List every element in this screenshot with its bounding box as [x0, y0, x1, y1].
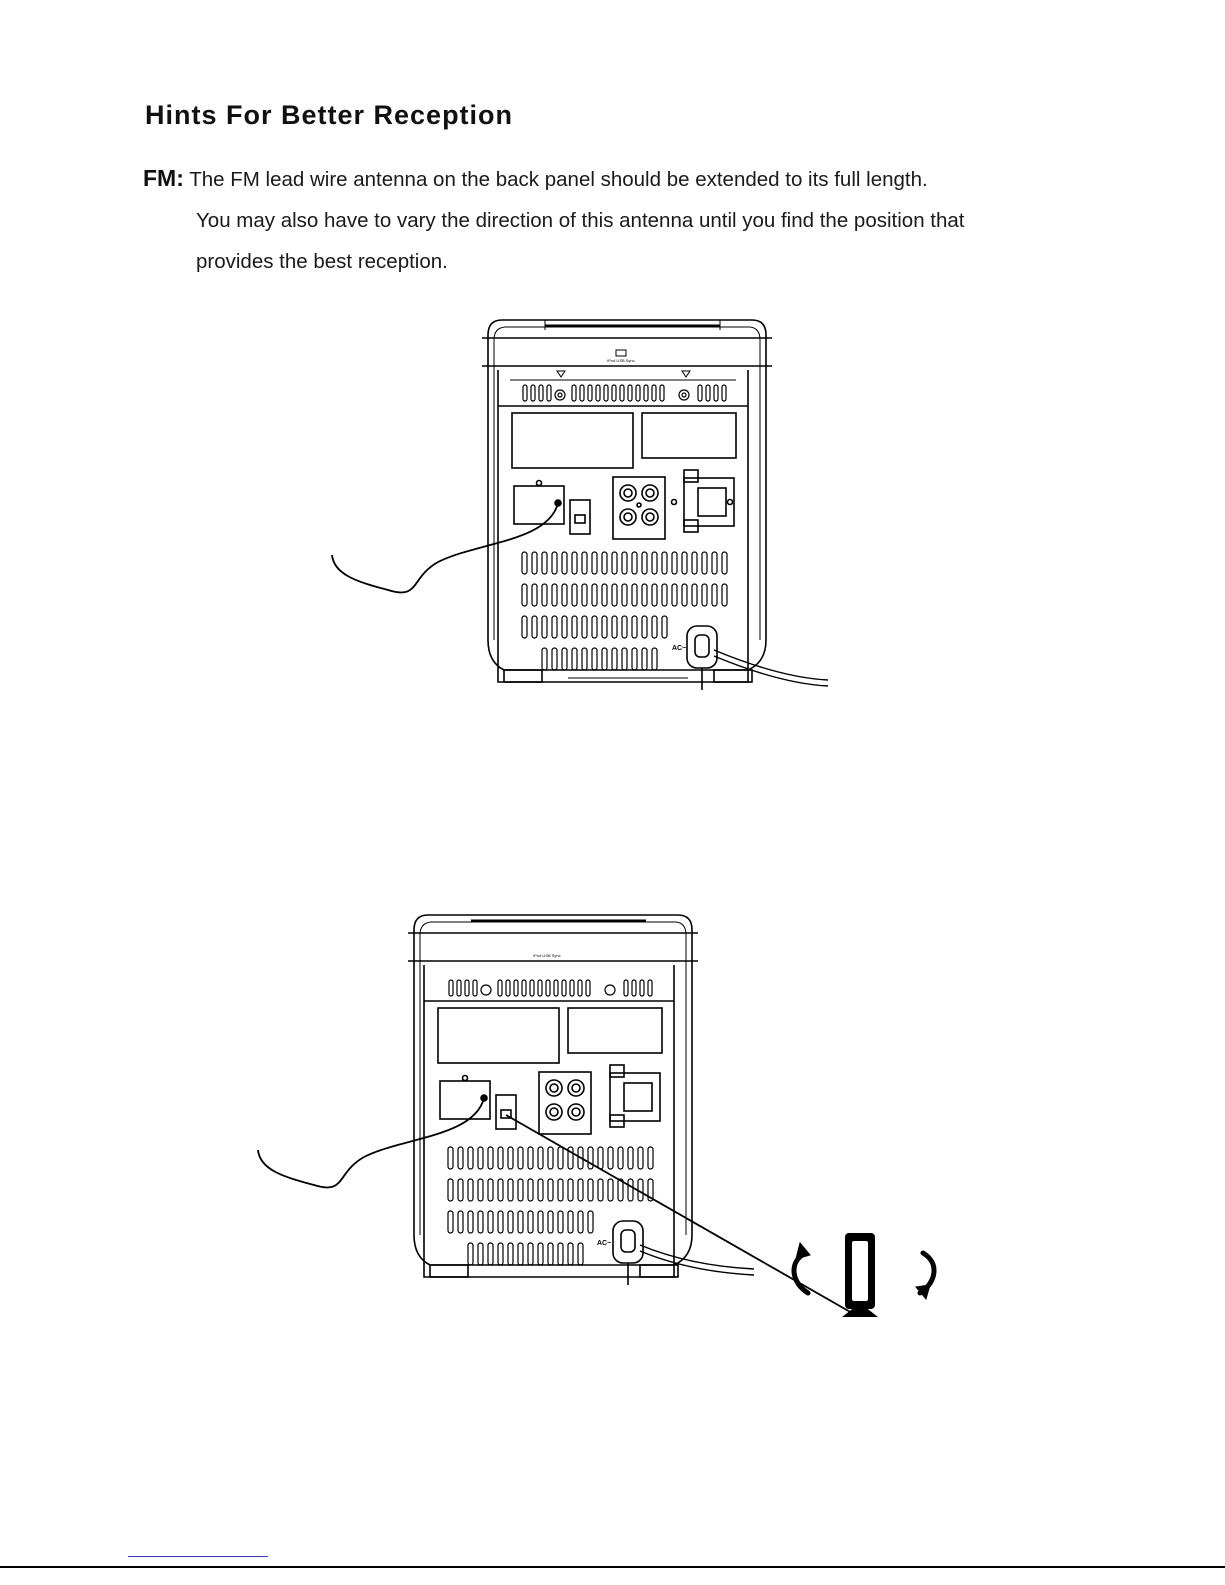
fm-instructions: FM: The FM lead wire antenna on the back… [143, 158, 1143, 282]
unit-back-panel-am-illustration: iPod USB Sync AC~ [240, 905, 960, 1335]
usb-label: iPod USB Sync [607, 358, 634, 363]
fm-label: FM: [143, 165, 184, 191]
fm-line-2: You may also have to vary the direction … [143, 200, 1143, 241]
fm-line-3: provides the best reception. [143, 241, 1143, 282]
figure-am-fm-antenna: iPod USB Sync AC~ [240, 905, 960, 1335]
ac-label: AC~ [597, 1240, 611, 1247]
fm-line-1: The FM lead wire antenna on the back pan… [189, 168, 927, 191]
usb-label: iPod USB Sync [533, 953, 560, 958]
figure-fm-antenna: iPod USB Sync AC~ [300, 310, 860, 710]
am-loop-antenna-icon [842, 1233, 878, 1317]
rotate-right-arrow-icon [916, 1253, 934, 1299]
page-link-underline [128, 1556, 268, 1557]
unit-back-panel-illustration: iPod USB Sync AC~ [300, 310, 860, 710]
rotate-left-arrow-icon [794, 1243, 810, 1293]
page-title: Hints For Better Reception [145, 100, 513, 131]
bottom-rule [0, 1566, 1225, 1568]
ac-label: AC~ [672, 645, 686, 652]
